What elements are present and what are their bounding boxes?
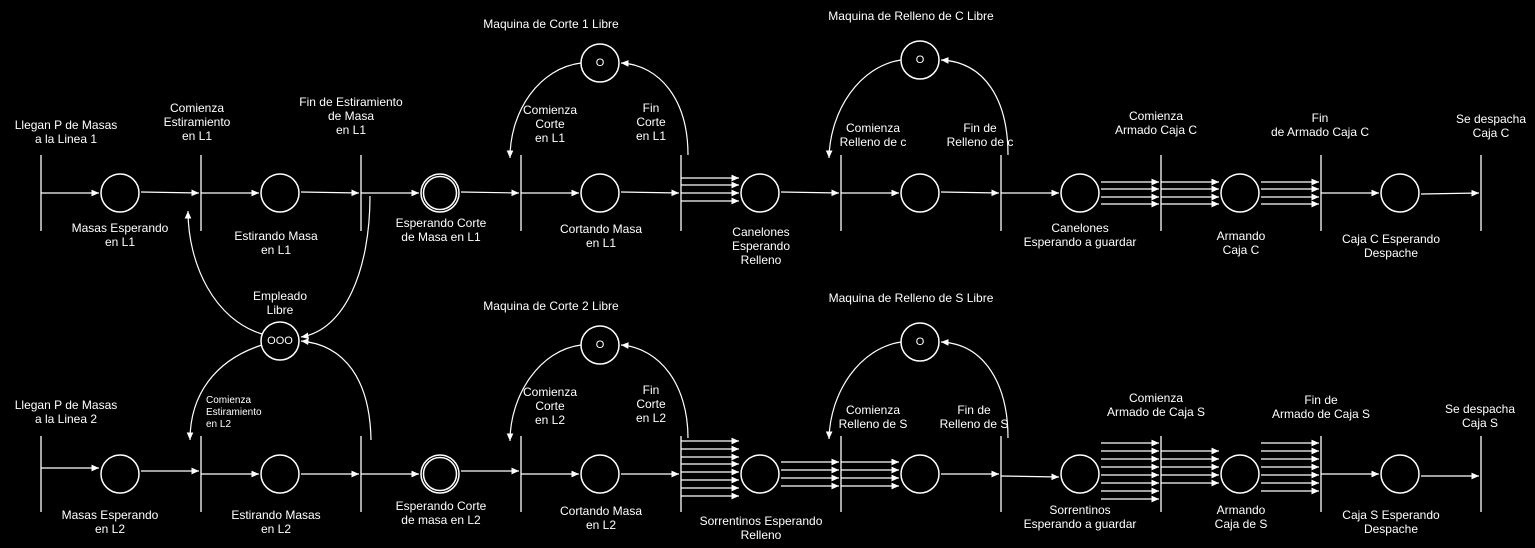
place-box-c — [1220, 173, 1260, 213]
token-employee: OOO — [267, 335, 293, 347]
place-canelones-store — [900, 173, 940, 213]
place-box-s-wait — [1380, 454, 1420, 494]
arc-cut2-to-begin — [506, 344, 582, 442]
place-label-stretch-l1: Estirando Masa en L1 — [234, 229, 318, 257]
place-cut2-free — [580, 325, 620, 365]
place-label-box-c-wait: Caja C Esperando Despache — [1341, 232, 1441, 260]
transition-label-s-end-fill: Fin de Relleno de S — [939, 403, 1009, 431]
place-wait-cut-l1 — [420, 173, 460, 213]
place-label-stretch-l2: Estirando Masas en L2 — [231, 508, 321, 536]
place-label-cutting-l1: Cortando Masa en L1 — [559, 222, 643, 250]
arc-l2-13 — [1000, 473, 1060, 481]
place-canelones-fill — [740, 173, 780, 213]
place-canelones-wait-store — [1060, 173, 1100, 213]
place-label-employee-free: Empleado Libre — [252, 289, 308, 317]
place-label-cut2-free: Maquina de Corte 2 Libre — [483, 299, 619, 313]
transition-label-l2-end-cut: Fin Corte en L2 — [635, 383, 667, 425]
arc-end-to-fillc — [940, 56, 1009, 156]
arc-end-to-cut2 — [620, 342, 689, 439]
place-label-wait-cut-l2: Esperando Corte de masa en L2 — [395, 499, 487, 527]
arc-l1-18 — [1420, 189, 1480, 197]
place-label-fills-free: Maquina de Relleno de S Libre — [828, 291, 994, 305]
transition-label-l1-end-cut: Fin Corte en L1 — [635, 101, 667, 143]
place-stretch-l1 — [260, 173, 300, 213]
transition-label-l1-end-stretch: Fin de Estiramiento de Masa en L1 — [299, 95, 403, 137]
place-label-masas-l1: Masas Esperando en L1 — [71, 221, 169, 249]
transition-label-l1-begin-stretch: Comienza Estiramiento en L1 — [163, 101, 231, 143]
transition-label-l1-arrive: Llegan P de Masas a la Linea 1 — [14, 118, 118, 146]
place-wait-cut-l1-inner-ring — [422, 175, 458, 211]
transition-label-c-end-fill: Fin de Relleno de c — [946, 121, 1014, 149]
place-sorrentinos-fill — [740, 454, 780, 494]
arc-end-to-cut1 — [620, 60, 689, 156]
arc-l1-4 — [300, 189, 360, 197]
transition-label-s-begin-box: Comienza Armado de Caja S — [1106, 391, 1206, 419]
place-label-cut1-free: Maquina de Corte 1 Libre — [483, 17, 619, 31]
transition-label-c-dispatch: Se despacha Caja C — [1455, 112, 1527, 140]
arc-emp-to-begin1 — [184, 210, 263, 335]
place-label-box-s-wait: Caja S Esperando Despache — [1342, 508, 1440, 536]
place-fillc-free — [900, 40, 940, 80]
arc-l1-10 — [780, 189, 840, 197]
transition-label-s-begin-fill: Comienza Relleno de S — [838, 403, 908, 431]
arc-cut1-to-begin — [506, 62, 582, 159]
place-cut1-free — [580, 43, 620, 83]
place-label-box-c: Armando Caja C — [1216, 229, 1266, 257]
place-box-c-wait — [1380, 173, 1420, 213]
place-label-wait-cut-l1: Esperando Corte de Masa en L1 — [395, 216, 487, 244]
arc-l1-8 — [620, 189, 680, 197]
place-label-canelones-fill: Canelones Esperando Relleno — [731, 225, 791, 267]
place-label-box-s: Armando Caja de S — [1214, 503, 1268, 531]
place-masas-l1 — [100, 173, 140, 213]
place-label-canelones-store: Canelones Esperando a guardar — [1023, 221, 1137, 249]
place-cutting-l1 — [580, 173, 620, 213]
transition-label-l1-begin-cut: Comienza Corte en L1 — [522, 103, 578, 145]
transition-label-c-end-box: Fin de Armado Caja C — [1270, 111, 1370, 139]
arc-fills-to-begin — [825, 341, 902, 440]
transition-label-s-end-box: Fin de Armado de Caja S — [1271, 393, 1371, 421]
token-cut2: O — [596, 339, 605, 351]
arc-end2-to-emp — [300, 338, 372, 441]
place-cutting-l2 — [580, 454, 620, 494]
token-cut1: O — [596, 57, 605, 69]
place-fills-free — [900, 322, 940, 362]
place-stretch-l2 — [260, 454, 300, 494]
arc-end-to-fills — [940, 338, 1009, 439]
place-box-s — [1220, 454, 1260, 494]
arc-l1-6 — [460, 189, 520, 197]
token-fillc: O — [916, 54, 925, 66]
arc-emp-to-begin2 — [186, 344, 263, 441]
arc-l1-2 — [140, 189, 200, 197]
place-masas-l2 — [100, 454, 140, 494]
place-wait-cut-l2-inner-ring — [422, 456, 458, 492]
place-sorrentinos-wait-store — [1060, 454, 1100, 494]
transition-label-c-begin-box: Comienza Armado Caja C — [1114, 109, 1198, 137]
transition-label-l2-arrive: Llegan P de Masas a la Linea 2 — [14, 398, 118, 426]
arc-l1-12 — [940, 189, 1000, 197]
place-label-cutting-l2: Cortando Masa en L2 — [559, 504, 643, 532]
place-label-fillc-free: Maquina de Relleno de C Libre — [828, 9, 994, 23]
place-sorrentinos-store — [900, 454, 940, 494]
place-label-sorrentinos-store: Sorrentinos Esperando a guardar — [1023, 503, 1137, 531]
place-employee-free — [260, 321, 300, 361]
arc-end1-to-emp — [300, 195, 371, 340]
place-label-sorrentinos-fill: Sorrentinos Esperando Relleno — [699, 514, 823, 542]
transition-label-c-begin-fill: Comienza Relleno de c — [839, 121, 907, 149]
arc-fillc-to-begin — [825, 59, 902, 159]
transition-label-s-dispatch: Se despacha Caja S — [1444, 402, 1516, 430]
transition-label-l2-begin-cut: Comienza Corte en L2 — [522, 385, 578, 427]
place-label-masas-l2: Masas Esperando en L2 — [61, 508, 159, 536]
place-wait-cut-l2 — [420, 454, 460, 494]
transition-label-l2-begin-stretch: Comienza Estiramiento en L2 — [206, 395, 262, 430]
token-fills: O — [916, 336, 925, 348]
